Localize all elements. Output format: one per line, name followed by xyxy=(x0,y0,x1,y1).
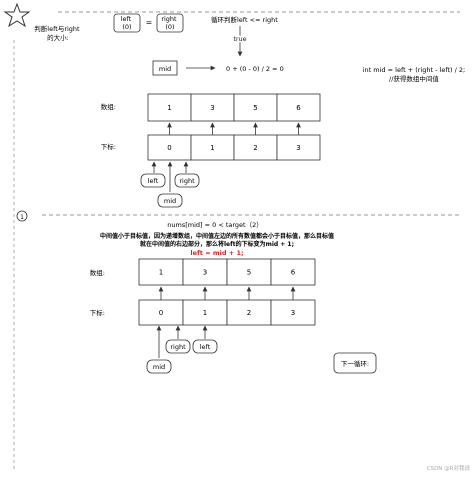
loop-condition-text: 循环判断left <= right xyxy=(211,15,278,24)
code-comment: //获得数组中间值 xyxy=(389,74,439,83)
index0-value-3: 3 xyxy=(296,144,300,152)
pointer-mid-box-0 xyxy=(157,193,183,208)
index0-value-1: 1 xyxy=(210,144,214,152)
index-row-step0: 0 1 2 3 xyxy=(147,134,321,161)
pointer-left-text-1: left xyxy=(200,343,211,351)
compare-label: 判断left与right 的大小: xyxy=(34,24,81,42)
index1-value-2: 2 xyxy=(247,309,251,317)
pointer-left-text-0: left xyxy=(148,177,159,185)
pointer-left-box-0 xyxy=(140,173,166,188)
step1-explanation-1: 中间值小于目标值，因为递增数组，中间值左边的所有数值都会小于目标值，那么目标值 xyxy=(100,232,334,240)
pointer-right-box-1 xyxy=(165,339,191,354)
step-number-circle xyxy=(16,210,28,222)
pointer-left-box-1 xyxy=(192,339,218,354)
mid-box xyxy=(152,60,178,76)
mid-calc-text: 0 + (0 - 0) / 2 = 0 xyxy=(226,65,284,73)
left-value-line-1: left xyxy=(121,15,132,23)
array1-value-0: 1 xyxy=(159,269,163,277)
index1-cell-0 xyxy=(138,299,184,326)
index0-value-0: 0 xyxy=(167,144,171,152)
index0-cell-1 xyxy=(190,134,235,161)
array0-cell-1 xyxy=(190,93,235,122)
index0-cell-0 xyxy=(147,134,192,161)
pointer-right-text-1: right xyxy=(170,343,186,351)
array0-value-3: 6 xyxy=(296,104,301,112)
left-value-line-2: (0) xyxy=(122,23,131,31)
index1-value-1: 1 xyxy=(203,309,207,317)
star-icon xyxy=(3,2,31,28)
array0-cell-3 xyxy=(276,93,321,122)
right-value-line-1: right xyxy=(161,15,177,23)
right-value-text: right (0) xyxy=(161,15,178,31)
index1-cell-3 xyxy=(270,299,316,326)
next-loop-box xyxy=(333,352,377,374)
array1-value-2: 5 xyxy=(247,269,251,277)
index-row-step1: 0 1 2 3 xyxy=(138,299,316,326)
index1-cell-2 xyxy=(226,299,272,326)
index1-value-3: 3 xyxy=(291,309,295,317)
array1-cell-2 xyxy=(226,258,272,286)
code-line: int mid = left + (right - left) / 2; xyxy=(363,66,466,74)
index0-cell-2 xyxy=(233,134,278,161)
index1-value-0: 0 xyxy=(159,309,163,317)
array0-value-0: 1 xyxy=(167,104,171,112)
index0-cell-3 xyxy=(276,134,321,161)
compare-label-line-2: 的大小: xyxy=(47,33,69,42)
array-index-arrows-step0 xyxy=(167,122,301,135)
array1-cell-0 xyxy=(138,258,184,286)
array-label-0: 数组: xyxy=(101,102,116,111)
step1-condition: nums[mid] = 0 < target（2） xyxy=(167,221,263,229)
compare-label-line-1: 判断left与right xyxy=(34,24,80,33)
compare-operator: = xyxy=(146,18,153,27)
watermark: CSDN @R对我说 xyxy=(427,464,471,472)
array1-cell-3 xyxy=(270,258,316,286)
index-label-1: 下标: xyxy=(90,308,105,317)
array-row-step0: 1 3 5 6 xyxy=(147,93,321,122)
index0-value-2: 2 xyxy=(253,144,257,152)
mid-box-label: mid xyxy=(159,65,171,73)
array1-value-1: 3 xyxy=(203,269,207,277)
pointer-mid-text-1: mid xyxy=(153,363,165,371)
array-label-1: 数组: xyxy=(90,268,105,277)
next-loop-text: 下一循环: xyxy=(341,359,369,368)
array0-value-2: 5 xyxy=(253,104,257,112)
step1-update-code: left = mid + 1; xyxy=(190,249,243,257)
left-value-text: left (0) xyxy=(121,15,134,31)
array-index-arrows-step1 xyxy=(158,286,296,300)
array1-cell-1 xyxy=(182,258,228,286)
step-number: 1 xyxy=(20,214,24,221)
step1-explanation-2: 就在中间值的右边部分，那么将left的下标变为mid + 1; xyxy=(140,240,294,248)
array0-cell-0 xyxy=(147,93,192,122)
array0-value-1: 3 xyxy=(210,104,214,112)
pointer-mid-box-1 xyxy=(146,359,172,374)
pointer-mid-text-0: mid xyxy=(164,197,176,205)
index-label-0: 下标: xyxy=(101,142,116,151)
pointer-right-text-0: right xyxy=(179,177,195,185)
array0-cell-2 xyxy=(233,93,278,122)
array-row-step1: 1 3 5 6 xyxy=(138,258,316,286)
left-value-box xyxy=(113,13,141,33)
pointer-right-box-0 xyxy=(174,173,200,188)
true-label: true xyxy=(233,35,246,43)
right-value-box xyxy=(156,13,184,33)
right-value-line-2: (0) xyxy=(165,23,174,31)
array1-value-3: 6 xyxy=(291,269,296,277)
